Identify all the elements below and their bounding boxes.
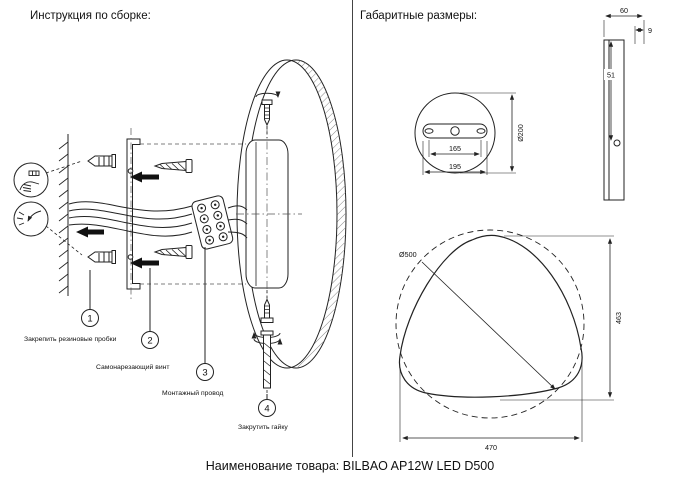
dim-width-label: 470	[485, 443, 497, 452]
dim-hole-offset-label: 51	[607, 71, 615, 80]
dim-hole-spacing	[428, 140, 482, 157]
product-caption: Наименование товара: BILBAO AP12W LED D5…	[205, 459, 495, 473]
step-number-2: 2	[147, 336, 152, 347]
assembly-diagram: 1 2 3 4 Закрепить резиновые пробки Самон…	[13, 59, 347, 431]
panel-divider	[352, 0, 353, 457]
dim-width	[399, 358, 583, 442]
dim-depth	[603, 13, 645, 44]
dimensions-diagram: 165 195 Ø200 60 9 51 Ø500 463 470	[395, 6, 652, 452]
dim-lamp-diameter-label: Ø500	[399, 250, 417, 259]
dim-hole-offset	[604, 41, 618, 141]
circumscribed-circle	[395, 229, 585, 419]
assembly-title: Инструкция по сборке:	[30, 10, 151, 22]
insert-arrow-bottom	[130, 257, 159, 269]
rubber-plug-top	[87, 154, 116, 168]
dim-base-diameter	[460, 92, 516, 174]
step-number-1: 1	[87, 314, 92, 325]
dim-bracket-width	[422, 141, 488, 175]
step-label-2: Самонарезающий винт	[96, 363, 170, 371]
step-label-1: Закрепить резиновые пробки	[24, 335, 117, 343]
callout-leader-1	[45, 160, 83, 174]
bottom-screw	[260, 290, 274, 323]
callout-leader-2	[45, 225, 83, 256]
wires	[68, 201, 193, 237]
dim-plate-thickness-label: 9	[648, 26, 652, 35]
detail-callout-press	[13, 201, 49, 237]
step-markers	[81, 247, 276, 417]
insert-plug-icon	[19, 170, 40, 192]
mount-detail-view	[414, 92, 496, 174]
dim-base-diameter-label: Ø200	[516, 124, 525, 142]
step-label-4: Закрутить гайку	[238, 423, 288, 431]
insert-arrow-top	[130, 171, 159, 183]
step-number-3: 3	[202, 368, 207, 379]
terminal-wires	[227, 205, 248, 239]
screw-bottom	[153, 245, 193, 259]
wall	[58, 134, 69, 296]
dim-hole-spacing-label: 165	[449, 144, 461, 153]
lock-rod	[251, 330, 283, 398]
detail-callout-insert	[13, 162, 49, 198]
screw-top	[153, 159, 193, 173]
lamp-mount-cylinder	[236, 126, 302, 305]
dim-depth-label: 60	[620, 6, 628, 15]
wire-arrow	[76, 226, 104, 238]
press-plug-icon	[16, 210, 42, 226]
terminal-block	[191, 195, 234, 250]
step-labels: Закрепить резиновые пробки Самонарезающи…	[24, 335, 288, 431]
step-number-4: 4	[264, 404, 269, 415]
dim-bracket-width-label: 195	[449, 162, 461, 171]
step-numbers: 1 2 3 4	[87, 314, 269, 415]
rubber-plug-bottom	[87, 250, 116, 264]
dim-height	[500, 235, 614, 401]
mounting-bracket	[126, 128, 141, 300]
dimensions-title: Габаритные размеры:	[360, 10, 478, 22]
dim-lamp-diameter-leader	[421, 261, 556, 390]
step-label-3: Монтажный провод	[162, 389, 223, 397]
dimension-labels: 165 195 Ø200 60 9 51 Ø500 463 470	[399, 6, 652, 452]
dim-height-label: 463	[614, 312, 623, 324]
top-screw	[255, 91, 281, 138]
front-view	[395, 229, 585, 419]
dim-plate-thickness	[634, 26, 644, 44]
side-view	[603, 39, 625, 201]
